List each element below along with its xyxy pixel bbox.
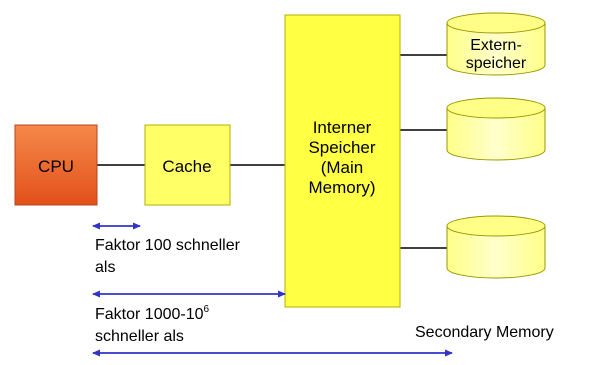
cpu-label: CPU	[38, 157, 74, 176]
disk-2	[446, 97, 546, 161]
factor-100-line-1: Faktor 100 schneller	[95, 237, 241, 254]
factor-1000-base: Faktor 1000-10	[95, 306, 204, 323]
annotations: Faktor 100 schneller als Faktor 1000-106…	[95, 237, 554, 345]
internal-memory-label-line-1: Interner	[313, 118, 372, 137]
factor-1000-exponent: 6	[204, 304, 210, 315]
factor-1000-line-1: Faktor 1000-106	[95, 304, 210, 323]
speed-arrows	[92, 222, 453, 357]
cache-box: Cache	[144, 124, 231, 206]
factor-100-line-2: als	[95, 259, 115, 276]
cache-label: Cache	[162, 157, 211, 176]
secondary-memory-label: Secondary Memory	[415, 324, 554, 341]
disk-1-label-line-2: speicher	[466, 55, 527, 72]
internal-memory-box: Interner Speicher (Main Memory)	[284, 14, 401, 308]
internal-memory-label-line-4: Memory)	[308, 178, 375, 197]
disk-external-memory: Extern- speicher	[446, 12, 546, 76]
disk-3	[446, 215, 546, 279]
disk-1-label-line-1: Extern-	[470, 37, 522, 54]
internal-memory-label-line-2: Speicher	[308, 138, 375, 157]
factor-1000-line-2: schneller als	[95, 328, 184, 345]
cpu-box: CPU	[14, 124, 98, 206]
connectors	[97, 54, 447, 249]
internal-memory-label-line-3: (Main	[321, 158, 364, 177]
